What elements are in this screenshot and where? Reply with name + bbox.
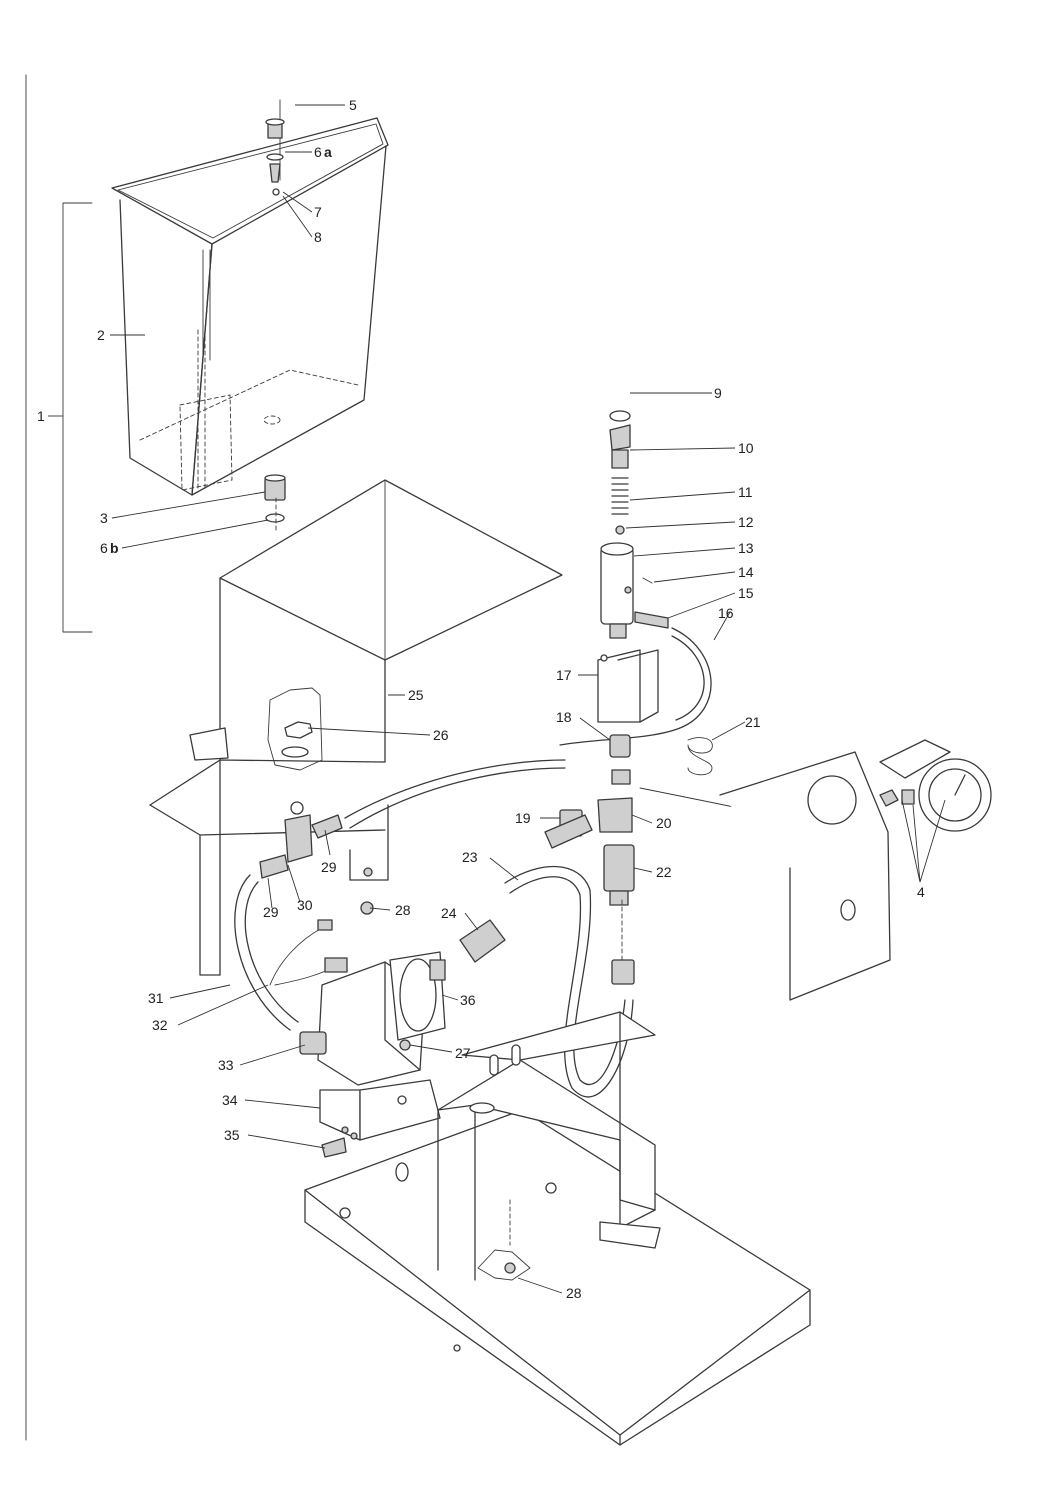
base-frame [304,1011,811,1446]
wiring-32 [269,919,348,986]
label-5: 5 [349,97,357,113]
label-25: 25 [408,687,424,703]
tube-main [344,759,566,819]
label-18: 18 [556,709,572,725]
label-24: 24 [441,905,457,921]
label-21: 21 [745,714,761,730]
label-10: 10 [738,440,754,456]
label-6a-number: 6 [314,144,322,160]
label-28-lower: 28 [566,1285,582,1301]
label-6b-number: 6 [100,540,108,556]
tube-31 [234,874,291,1031]
pump-fittings [259,801,374,915]
label-19: 19 [515,810,531,826]
label-6b-suffix: b [110,540,119,556]
label-22: 22 [656,864,672,880]
leader-lines [110,104,946,1294]
label-20: 20 [656,815,672,831]
part-labels: 1 2 3 4 5 6 a 6 b 7 8 9 10 11 12 13 14 1… [37,97,925,1301]
valve-bracket [597,649,659,723]
label-32: 32 [152,1017,168,1033]
label-34: 34 [222,1092,238,1108]
label-35: 35 [224,1127,240,1143]
label-4: 4 [917,884,925,900]
label-26: 26 [433,727,449,743]
label-28-upper: 28 [395,902,411,918]
label-33: 33 [218,1057,234,1073]
pump-housing [149,479,563,976]
label-8: 8 [314,229,322,245]
label-23: 23 [462,849,478,865]
label-27: 27 [455,1045,471,1061]
label-17: 17 [556,667,572,683]
label-9: 9 [714,385,722,401]
label-12: 12 [738,514,754,530]
label-36: 36 [460,992,476,1008]
label-1: 1 [37,408,45,424]
label-14: 14 [738,564,754,580]
label-7: 7 [314,204,322,220]
label-31: 31 [148,990,164,1006]
label-29-lower: 29 [263,904,279,920]
screw-35 [321,1137,347,1158]
label-6a-suffix: a [324,144,332,160]
label-16: 16 [718,605,734,621]
filler-valve [265,118,285,196]
assembly-bracket [48,202,93,633]
label-29-upper: 29 [321,859,337,875]
tube-16 [559,627,712,746]
tee-assembly [544,734,635,906]
tank-outlet-fitting [264,474,286,523]
water-tank [111,99,389,496]
label-3: 3 [100,510,108,526]
gauge-panel [719,739,992,1001]
elbow-fitting [459,919,506,963]
label-30: 30 [297,897,313,913]
label-15: 15 [738,585,754,601]
safety-valve-stack [600,410,669,639]
pump-bracket [319,1079,441,1141]
vibration-pump [299,951,446,1086]
label-13: 13 [738,540,754,556]
label-11: 11 [738,484,753,500]
label-2: 2 [97,327,105,343]
